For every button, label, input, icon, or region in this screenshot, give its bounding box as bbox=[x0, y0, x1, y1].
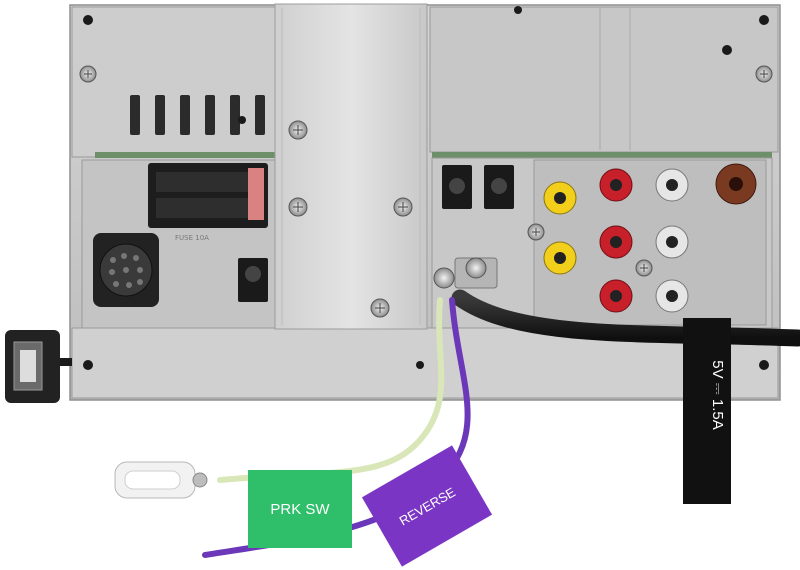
usb-rating-tag: 5V ⎓ 1.5A bbox=[683, 318, 731, 504]
ground-terminal bbox=[433, 257, 498, 289]
screw-icon bbox=[79, 65, 97, 83]
left-connector-panel: FUSE 10A bbox=[81, 159, 278, 329]
screws bbox=[79, 65, 773, 318]
screw-icon bbox=[370, 298, 390, 318]
screw-icon bbox=[393, 197, 413, 217]
screw-icon bbox=[635, 259, 653, 277]
rca-jack-icon bbox=[655, 168, 689, 202]
antenna-jack-icon bbox=[715, 163, 757, 205]
screw-icon bbox=[288, 120, 308, 140]
rca-jack-icon bbox=[599, 225, 633, 259]
screw-icon bbox=[527, 223, 545, 241]
aux-jack-icon bbox=[238, 258, 268, 302]
screw-icon bbox=[288, 197, 308, 217]
prk-sw-tag: PRK SW bbox=[248, 470, 352, 548]
fork-terminal bbox=[114, 461, 208, 499]
mounting-holes bbox=[83, 6, 769, 370]
usb-cable bbox=[60, 289, 800, 366]
usb-rating-text: 5V ⎓ 1.5A bbox=[709, 360, 726, 430]
heatsink-plate bbox=[274, 3, 428, 330]
rca-jack-icon bbox=[599, 279, 633, 313]
harness-connector-icon bbox=[148, 163, 268, 228]
rca-jacks bbox=[543, 163, 757, 313]
rca-jack-icon bbox=[655, 279, 689, 313]
rca-jack-icon bbox=[655, 225, 689, 259]
screw-icon bbox=[755, 65, 773, 83]
fuse-label-marking: FUSE 10A bbox=[175, 234, 209, 242]
rca-jack-icon bbox=[543, 241, 577, 275]
prk-sw-label: PRK SW bbox=[270, 501, 330, 518]
usb-connector-icon bbox=[5, 330, 60, 403]
vent-slots bbox=[130, 95, 265, 135]
rca-jack-icon bbox=[599, 168, 633, 202]
mini-din-icon bbox=[93, 233, 159, 307]
rca-jack-icon bbox=[543, 181, 577, 215]
reverse-tag: REVERSE bbox=[361, 445, 493, 567]
